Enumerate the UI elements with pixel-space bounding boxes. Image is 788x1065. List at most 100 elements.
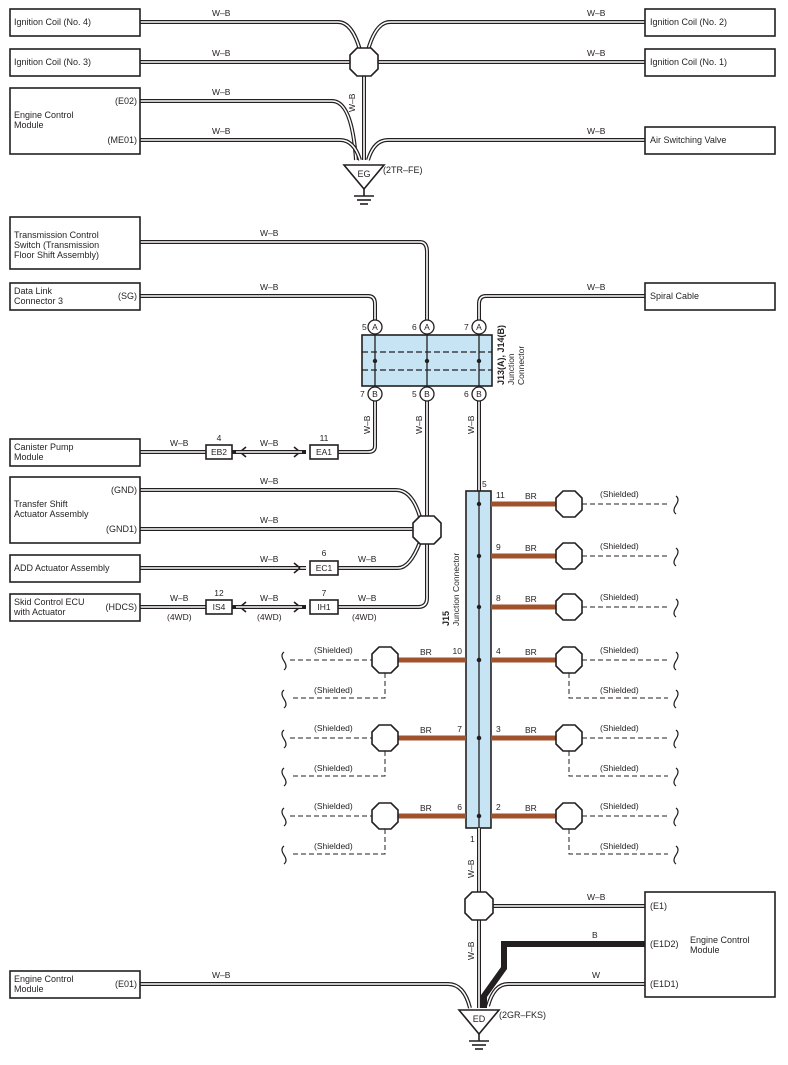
cable-break-symbol: [673, 729, 679, 749]
wire-ecm-e1d1: [486, 982, 645, 1007]
splice-point: [412, 515, 442, 545]
wire-color-label: W–B: [358, 554, 377, 564]
pin-a5: [367, 319, 383, 335]
shielded-note: (Shielded): [600, 541, 639, 551]
pin-number: 11: [496, 490, 505, 500]
wire-color-label: BR: [525, 491, 537, 501]
wire-skid-control: [140, 543, 429, 609]
ecm-right-label-1: Engine Control: [690, 935, 750, 945]
skid-label-1: Skid Control ECU: [14, 597, 85, 607]
pin-number: 6: [412, 322, 417, 332]
shielded-note: (Shielded): [600, 645, 639, 655]
ecm-right-pin-e1d1: (E1D1): [650, 979, 679, 989]
cable-break-symbol: [281, 807, 287, 827]
pin-number: 2: [496, 802, 501, 812]
shielded-note: (Shielded): [600, 841, 639, 851]
ignition-coil-2-box: [644, 8, 776, 37]
wire-color-label: W–B: [260, 593, 279, 603]
canister-label-2: Module: [14, 452, 44, 462]
tcs-label-3: Floor Shift Assembly): [14, 250, 99, 260]
ecm-top-pin-me01: (ME01): [107, 135, 137, 145]
shield-splice: [555, 490, 583, 518]
skid-label-2: with Actuator: [13, 607, 66, 617]
wire-color-label: B: [592, 930, 598, 940]
ecm-top-label-2: Module: [14, 120, 44, 130]
wire-color-label: W–B: [466, 859, 476, 878]
ecm-right-pin-e1: (E1): [650, 901, 667, 911]
cable-break-symbol: [281, 767, 287, 787]
wire-add-actuator: [140, 541, 422, 570]
svg-text:EC1: EC1: [316, 563, 333, 573]
shield-splice: [555, 593, 583, 621]
shielded-line: [568, 673, 668, 699]
add-actuator-label: ADD Actuator Assembly: [14, 563, 110, 573]
wire-color-label: W–B: [170, 593, 189, 603]
svg-text:6: 6: [322, 548, 327, 558]
wire-color-label: BR: [420, 803, 432, 813]
pin-number: 7: [360, 389, 365, 399]
inline-connector-eb2: EB2 4: [205, 433, 306, 460]
junction-connector-section: A A A 5 6 7 B B B 7 5 6 J13(A), J14(B) J…: [9, 216, 776, 622]
pin-number: 9: [496, 542, 501, 552]
wire-color-label: W–B: [260, 515, 279, 525]
ecm-right-label-2: Module: [690, 945, 720, 955]
tcs-label-1: Transmission Control: [14, 230, 99, 240]
pin-number: 8: [496, 593, 501, 603]
wire-color-label: W–B: [587, 48, 606, 58]
cable-break-symbol: [673, 689, 679, 709]
pin-number: 5: [482, 479, 487, 489]
skid-pin-hdcs: (HDCS): [106, 602, 138, 612]
shielded-note: (Shielded): [314, 841, 353, 851]
wire-color-label: W–B: [347, 93, 357, 112]
wire-color-label: W–B: [260, 282, 279, 292]
splice-dot: [476, 735, 482, 741]
dlc-label-2: Connector 3: [14, 296, 63, 306]
pin-letter: B: [372, 389, 378, 399]
shielded-note: (Shielded): [314, 645, 353, 655]
dlc-box: [9, 282, 141, 311]
ignition-coil-3-label: Ignition Coil (No. 3): [14, 57, 91, 67]
shielded-line: [290, 673, 386, 699]
svg-text:J13(A), J14(B): J13(A), J14(B): [496, 325, 506, 385]
pin-letter: B: [424, 389, 430, 399]
wire-color-label: W–B: [587, 892, 606, 902]
tcs-label-2: Switch (Transmission: [14, 240, 99, 250]
wire-color-label: W–B: [260, 476, 279, 486]
pin-number: 5: [412, 389, 417, 399]
pin-number: 7: [457, 724, 462, 734]
shielded-note: (Shielded): [314, 801, 353, 811]
dlc-label-1: Data Link: [14, 286, 53, 296]
shield-splice: [555, 542, 583, 570]
shielded-note: (Shielded): [314, 763, 353, 773]
shielded-note: (Shielded): [600, 723, 639, 733]
pin-number: 4: [496, 646, 501, 656]
svg-text:J15: J15: [441, 611, 451, 626]
cable-break-symbol: [281, 845, 287, 865]
svg-text:7: 7: [322, 588, 327, 598]
cable-break-symbol: [673, 767, 679, 787]
air-switching-valve-box: [644, 126, 776, 155]
ignition-coil-4-label: Ignition Coil (No. 4): [14, 17, 91, 27]
splice-dot: [476, 553, 482, 559]
fourwd-note: (4WD): [257, 612, 282, 622]
svg-text:EB2: EB2: [211, 447, 227, 457]
wire-color-label: BR: [525, 803, 537, 813]
fourwd-note: (4WD): [167, 612, 192, 622]
shielded-line: [568, 751, 668, 777]
skid-control-box: [9, 593, 141, 622]
wire-color-label: W: [592, 970, 600, 980]
wire-color-label: W–B: [587, 8, 606, 18]
canister-label-1: Canister Pump: [14, 442, 74, 452]
wire-color-label: W–B: [260, 228, 279, 238]
transfer-pin-gnd: (GND): [111, 485, 137, 495]
wire-color-label: W–B: [358, 593, 377, 603]
cable-break-symbol: [673, 807, 679, 827]
pin-number: 10: [453, 646, 463, 656]
transfer-label-2: Actuator Assembly: [14, 509, 89, 519]
wire-color-label: W–B: [587, 126, 606, 136]
cable-break-symbol: [281, 651, 287, 671]
cable-break-symbol: [281, 689, 287, 709]
shielded-note: (Shielded): [600, 592, 639, 602]
cable-break-symbol: [673, 651, 679, 671]
wire-air-switching-valve: [366, 138, 645, 161]
